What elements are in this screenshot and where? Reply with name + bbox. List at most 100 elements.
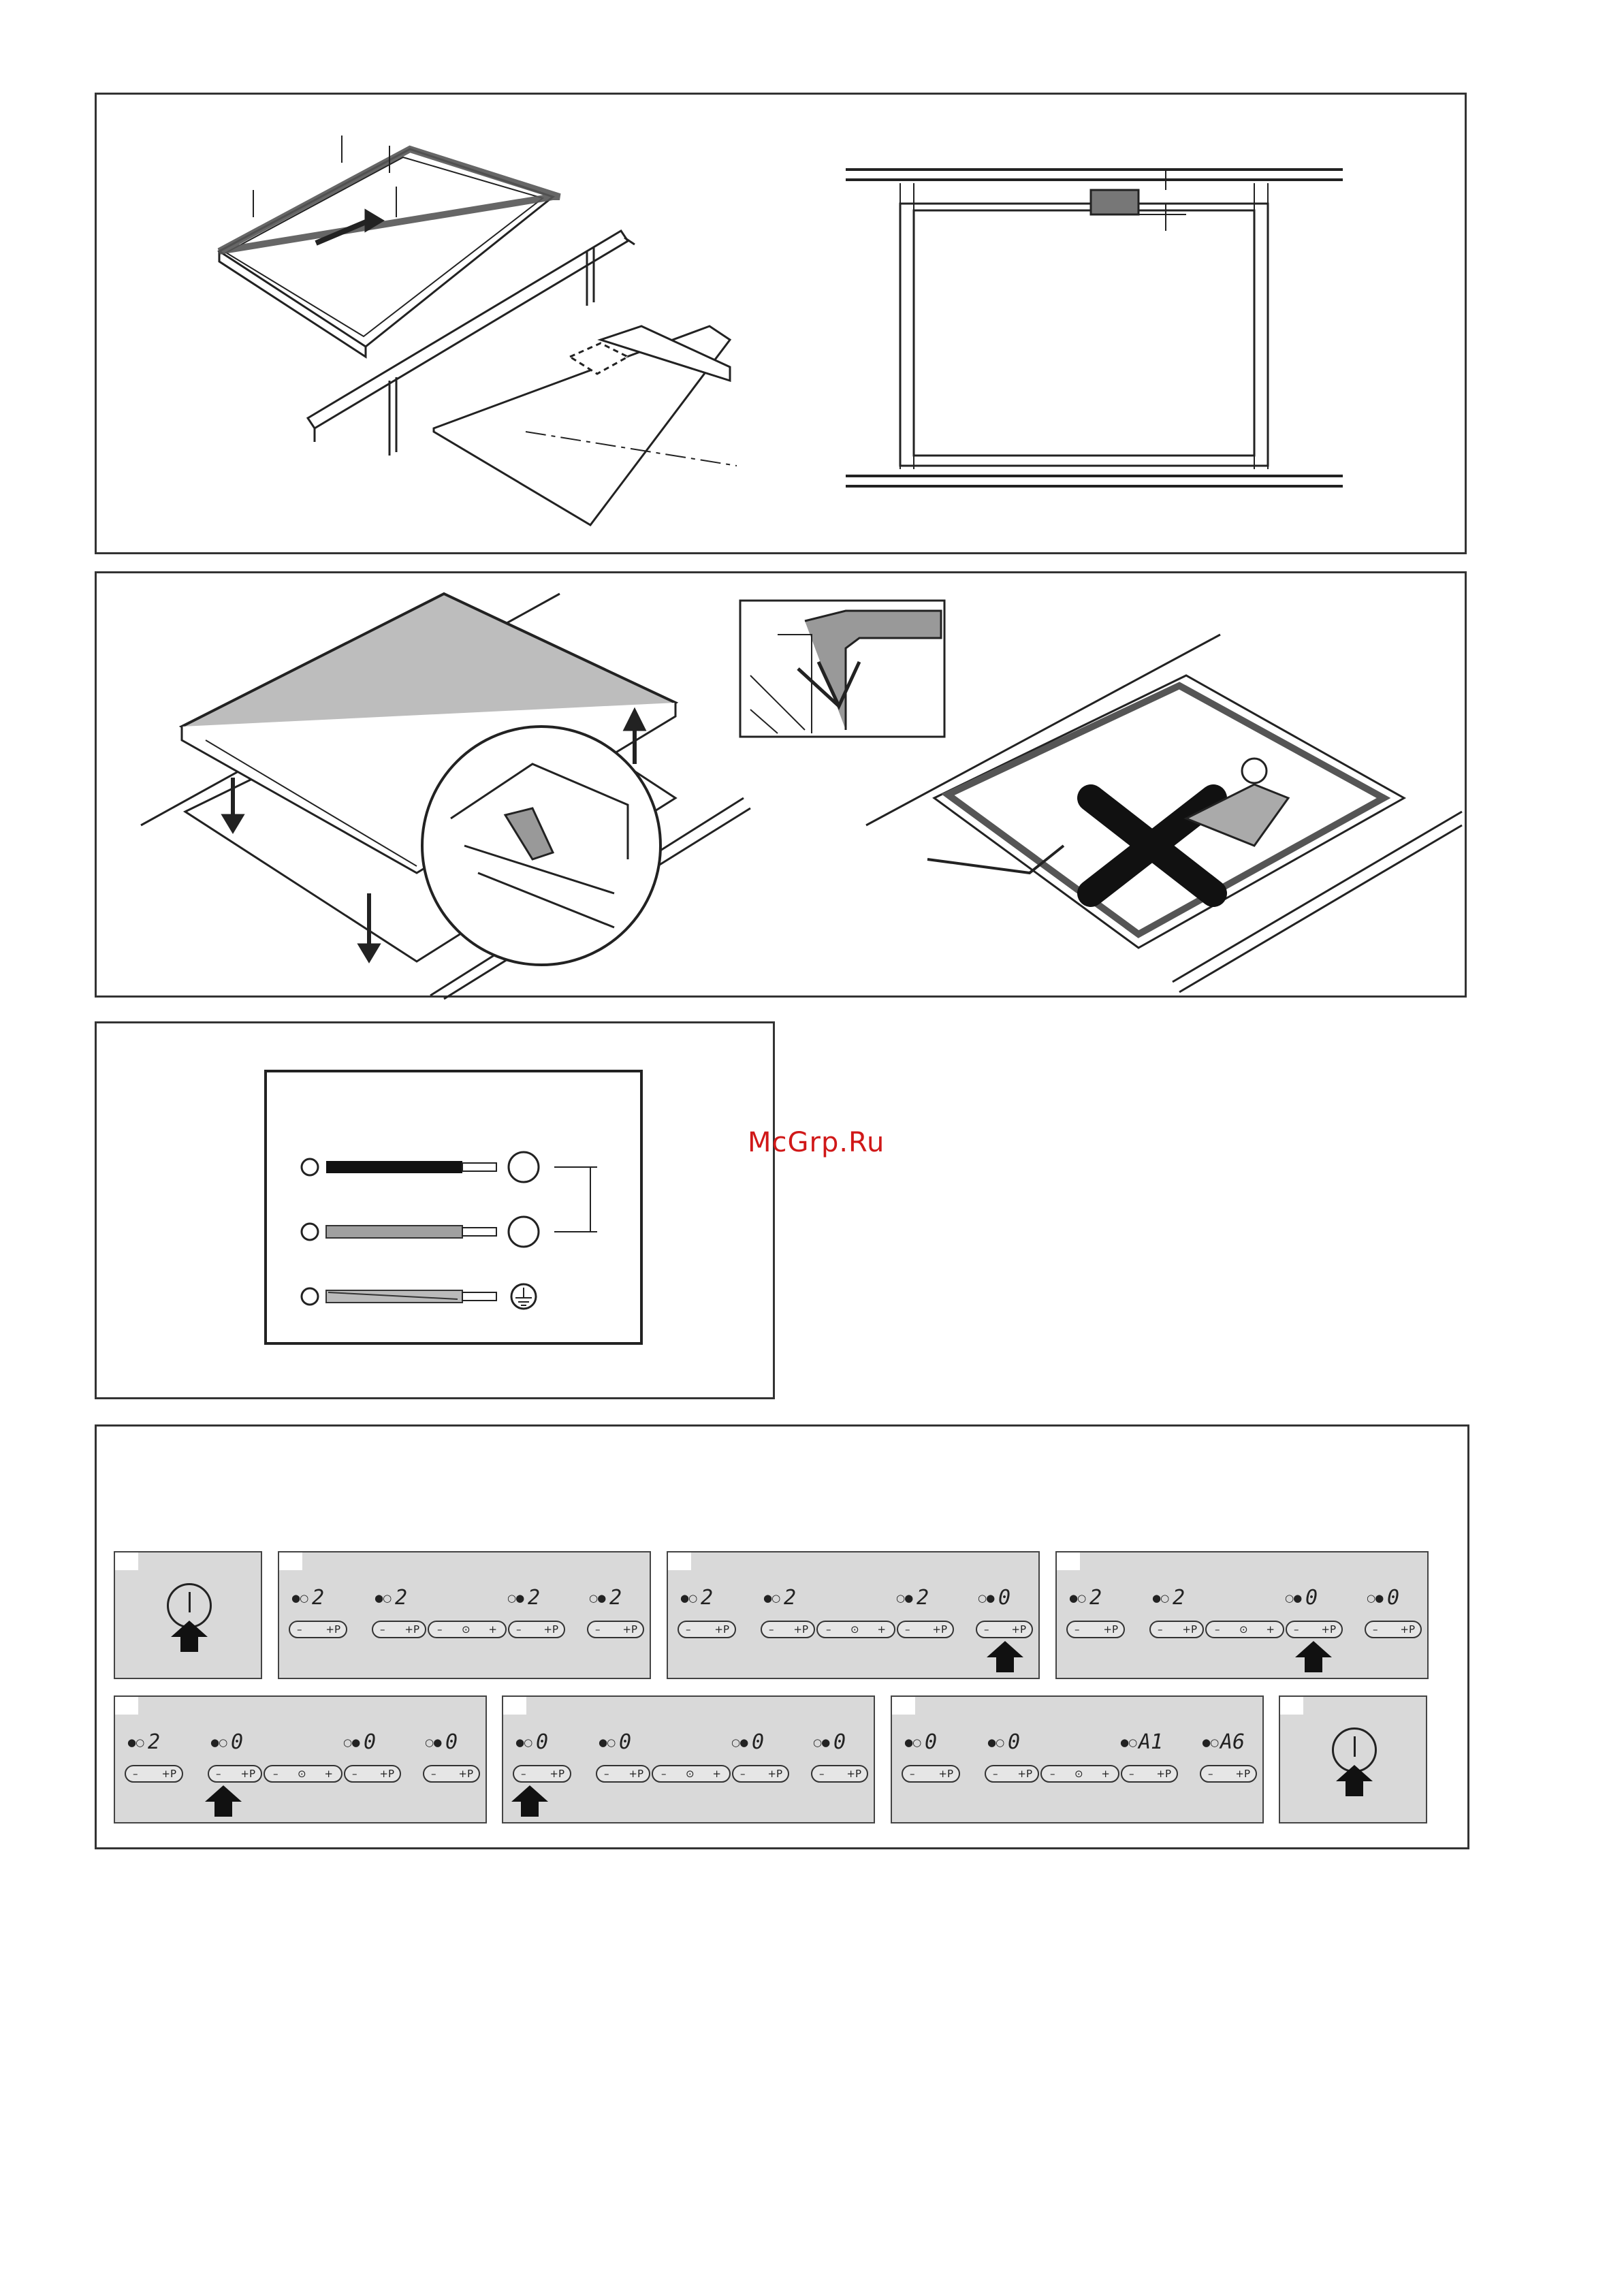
zone-4-control[interactable]: –+P [587, 1621, 644, 1638]
zone-4-control[interactable]: –+P [1200, 1765, 1257, 1783]
zone-display: 2 [1173, 1588, 1185, 1608]
zone-indicator: ●○ [375, 1593, 391, 1604]
timer-control[interactable]: –⊙+ [816, 1621, 895, 1638]
zone-3-control[interactable]: –+P [344, 1765, 401, 1783]
timer-icon: ⊙ [850, 1622, 859, 1637]
step-panel-1 [114, 1551, 262, 1679]
step-panel-4: ●○ 2 ●○ 2 ○● 0 ○● 0 –+P –+P –⊙+ –+P –+P [1055, 1551, 1429, 1679]
timer-control[interactable]: –⊙+ [652, 1765, 731, 1783]
zone-indicator: ●○ [1202, 1738, 1218, 1748]
zone-display: 2 [1089, 1588, 1102, 1608]
zone-4-control[interactable]: –+P [976, 1621, 1033, 1638]
zone-indicator: ○● [813, 1738, 829, 1748]
zone-display-flashing: A6 [1220, 1732, 1245, 1753]
zone-4-control[interactable]: –+P [811, 1765, 868, 1783]
zone-indicator: ○● [589, 1593, 605, 1604]
zone-3-control[interactable]: –+P [897, 1621, 954, 1638]
timer-control[interactable]: –⊙+ [428, 1621, 507, 1638]
zone-1-control[interactable]: –+P [289, 1621, 347, 1638]
zone-2-control[interactable]: –+P [208, 1765, 262, 1783]
timer-icon: ⊙ [686, 1766, 695, 1781]
zone-3-control[interactable]: –+P [1286, 1621, 1343, 1638]
zone-1-control[interactable]: –+P [678, 1621, 736, 1638]
zone-display: 0 [445, 1732, 458, 1753]
zone-indicator: ●○ [1152, 1593, 1168, 1604]
zone-3-control[interactable]: –+P [732, 1765, 789, 1783]
step-tag [115, 1697, 138, 1715]
hob-placement-frame [95, 571, 1467, 998]
timer-icon: ⊙ [462, 1622, 471, 1637]
step-tag [668, 1552, 691, 1570]
zone-display-flashing: A1 [1139, 1732, 1163, 1753]
step-panel-2: ●○ 2 ●○ 2 ○● 2 ○● 2 –+P –+P –⊙+ –+P –+P [278, 1551, 651, 1679]
timer-icon: ⊙ [1074, 1766, 1083, 1781]
timer-control[interactable]: –⊙+ [1040, 1765, 1119, 1783]
zone-1-control[interactable]: –+P [513, 1765, 571, 1783]
zone-indicator: ○● [896, 1593, 912, 1604]
up-arrow-icon [205, 1785, 242, 1817]
step-tag [892, 1697, 915, 1715]
up-arrow-icon [171, 1621, 208, 1652]
zone-indicator: ●○ [987, 1738, 1004, 1748]
zone-indicator: ○● [1285, 1593, 1301, 1604]
zone-indicator: ○● [978, 1593, 994, 1604]
zone-1-control[interactable]: –+P [125, 1765, 183, 1783]
zone-indicator: ●○ [904, 1738, 921, 1748]
zone-2-control[interactable]: –+P [985, 1765, 1039, 1783]
zone-display: 0 [833, 1732, 846, 1753]
zone-display: 0 [1387, 1588, 1399, 1608]
zone-display: 0 [752, 1732, 764, 1753]
zone-indicator: ○● [425, 1738, 441, 1748]
hob-placement-drawing [97, 573, 1469, 1000]
zone-display: 2 [917, 1588, 929, 1608]
zone-indicator: ○● [1367, 1593, 1383, 1604]
zone-display: 2 [312, 1588, 324, 1608]
step-panel-8 [1279, 1695, 1427, 1823]
zone-display: 0 [536, 1732, 548, 1753]
zone-display: 2 [395, 1588, 407, 1608]
zone-1-control[interactable]: –+P [1066, 1621, 1125, 1638]
zone-display: 2 [609, 1588, 622, 1608]
zone-indicator: ○● [343, 1738, 360, 1748]
zone-display: 0 [364, 1732, 376, 1753]
zone-display: 2 [701, 1588, 713, 1608]
zone-display: 2 [148, 1732, 160, 1753]
zone-indicator: ●○ [1069, 1593, 1085, 1604]
timer-control[interactable]: –⊙+ [1205, 1621, 1284, 1638]
watermark-text: McGrp.Ru [748, 1127, 885, 1158]
timer-control[interactable]: –⊙+ [264, 1765, 343, 1783]
zone-2-control[interactable]: –+P [761, 1621, 815, 1638]
zone-indicator: ●○ [291, 1593, 308, 1604]
zone-indicator: ●○ [127, 1738, 144, 1748]
zone-display: 2 [528, 1588, 540, 1608]
up-arrow-icon [1336, 1765, 1373, 1796]
step-tag [1057, 1552, 1080, 1570]
zone-display: 0 [619, 1732, 631, 1753]
zone-4-control[interactable]: –+P [423, 1765, 480, 1783]
installation-cutout-frame [95, 93, 1467, 554]
zone-2-control[interactable]: –+P [596, 1765, 650, 1783]
step-tag [115, 1552, 138, 1570]
zone-display: 0 [1008, 1732, 1020, 1753]
zone-3-control[interactable]: –+P [1121, 1765, 1178, 1783]
zone-display: 0 [1305, 1588, 1318, 1608]
timer-icon: ⊙ [298, 1766, 306, 1781]
step-panel-5: ●○ 2 ●○ 0 ○● 0 ○● 0 –+P –+P –⊙+ –+P –+P [114, 1695, 487, 1823]
zone-indicator: ●○ [680, 1593, 697, 1604]
zone-indicator: ●○ [599, 1738, 615, 1748]
zone-display: 0 [925, 1732, 937, 1753]
up-arrow-icon [511, 1785, 548, 1817]
zone-2-control[interactable]: –+P [1149, 1621, 1204, 1638]
step-tag [503, 1697, 526, 1715]
timer-icon: ⊙ [1239, 1622, 1248, 1637]
cutout-perspective-drawing [97, 95, 1469, 556]
zone-display: 0 [998, 1588, 1010, 1608]
zone-2-control[interactable]: –+P [372, 1621, 426, 1638]
wiring-frame [95, 1021, 775, 1399]
wiring-diagram [97, 1023, 777, 1401]
zone-4-control[interactable]: –+P [1365, 1621, 1422, 1638]
step-panel-6: ●○ 0 ●○ 0 ○● 0 ○● 0 –+P –+P –⊙+ –+P –+P [502, 1695, 875, 1823]
zone-3-control[interactable]: –+P [508, 1621, 565, 1638]
zone-1-control[interactable]: –+P [902, 1765, 960, 1783]
zone-indicator: ●○ [763, 1593, 780, 1604]
